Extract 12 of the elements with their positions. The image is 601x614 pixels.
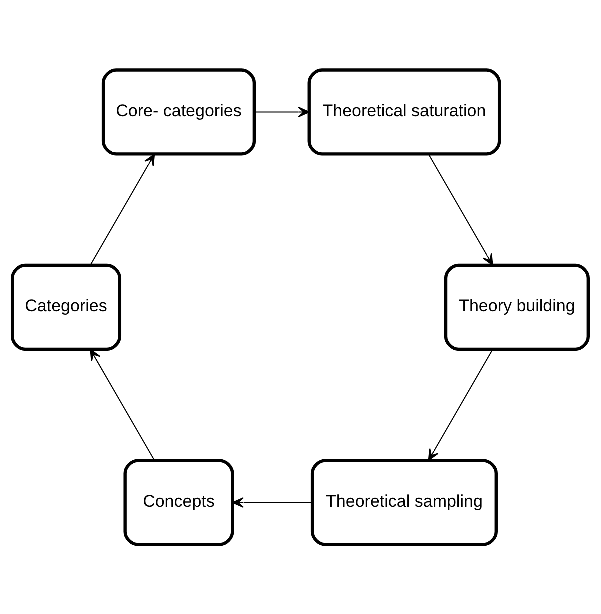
- node-box: Core- categories: [102, 68, 256, 156]
- arrow: [90, 153, 156, 265]
- arrow: [232, 496, 312, 508]
- arrow: [428, 154, 494, 266]
- arrow: [254, 106, 310, 118]
- node-box: Categories: [11, 263, 122, 351]
- node-box: Theoretical saturation: [308, 68, 502, 156]
- node-box: Theoretical sampling: [310, 458, 498, 546]
- node-box: Theory building: [444, 263, 590, 351]
- node-box: Concepts: [124, 458, 234, 546]
- arrow: [90, 348, 155, 460]
- arrow: [428, 349, 494, 461]
